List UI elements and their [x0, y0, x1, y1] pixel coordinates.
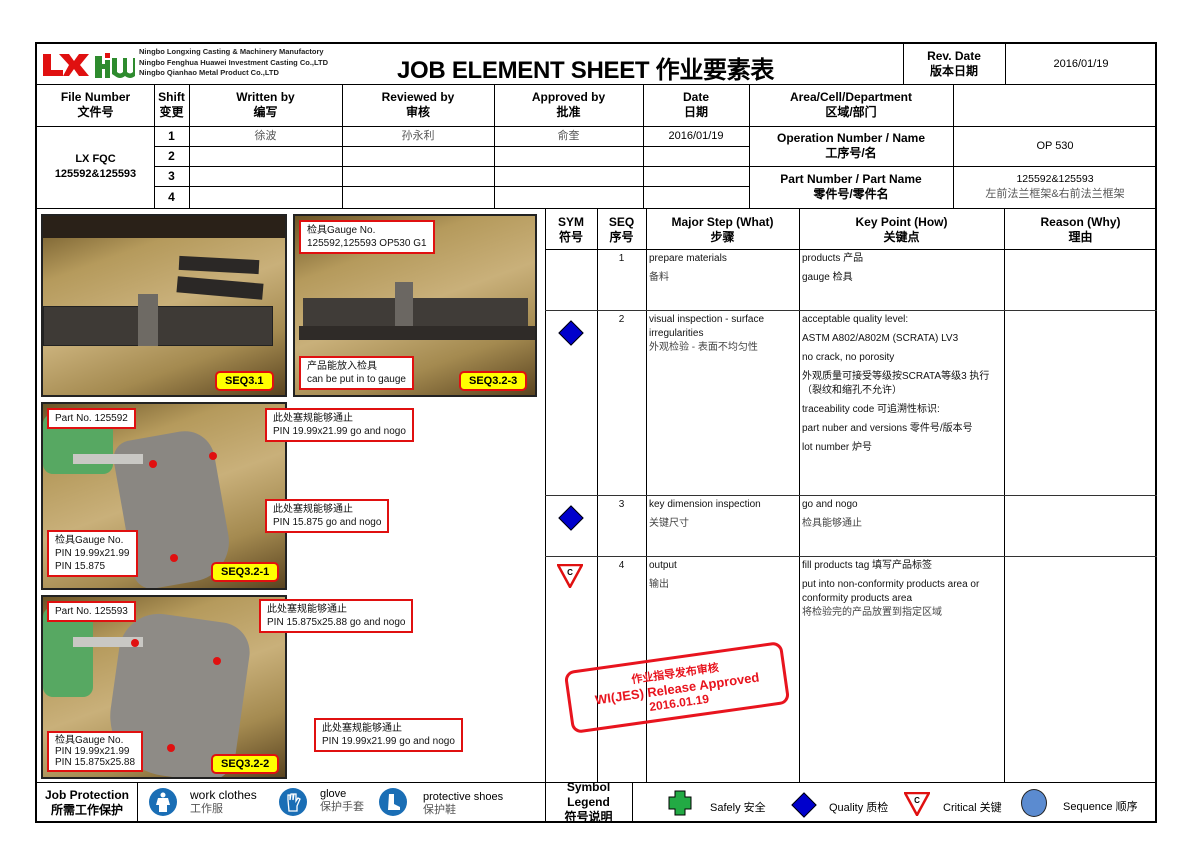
work-clothes-icon — [149, 788, 177, 816]
reviewed-by-1: 孙永利 — [401, 129, 435, 142]
ppe-protective-shoes: protective shoes 保护鞋 — [423, 791, 504, 816]
photo-seq3-2-2: Part No. 125593 检具Gauge No. PIN 19.99x21… — [41, 595, 287, 779]
seq-number: 2 — [618, 314, 625, 325]
photo-seq3-1: SEQ3.1 — [41, 214, 287, 397]
approved-by-header: Approved by 批准 — [531, 90, 606, 119]
svg-text:C: C — [914, 796, 920, 805]
legend-quality: Quality 质检 — [829, 802, 889, 814]
written-by-1: 徐波 — [254, 129, 277, 142]
longxing-logo-icon — [43, 54, 89, 76]
rev-date-value: 2016/01/19 — [1053, 57, 1109, 70]
pin-callout-1: 此处塞规能够通止 PIN 15.875x25.88 go and nogo — [259, 599, 414, 633]
part-value: 125592&125593 左前法兰框架&右前法兰框架 — [985, 173, 1125, 200]
seq-number: 1 — [618, 253, 625, 264]
operation-value: OP 530 — [1036, 139, 1074, 152]
glove-icon — [279, 788, 307, 816]
quality-diamond-icon — [558, 320, 584, 346]
major-step: output 输出 — [649, 560, 677, 590]
job-protection-label: Job Protection 所需工作保护 — [44, 787, 129, 817]
shift-no-3: 3 — [168, 168, 175, 183]
area-header: Area/Cell/Department 区域/部门 — [789, 90, 913, 119]
rev-date-label: Rev. Date 版本日期 — [927, 49, 981, 78]
symbol-legend-label: Symbol Legend 符号说明 — [564, 780, 613, 824]
part-label: Part Number / Part Name 零件号/零件名 — [780, 172, 922, 201]
part-no-callout: Part No. 125592 — [47, 408, 136, 429]
reason-header: Reason (Why) 理由 — [1040, 214, 1121, 244]
legend-sequence: Sequence 顺序 — [1063, 801, 1138, 813]
critical-triangle-icon: C — [557, 564, 583, 588]
pin-callout-1: 此处塞规能够通止 PIN 19.99x21.99 go and nogo — [265, 408, 414, 442]
key-point: go and nogo 检具能够通止 — [802, 499, 862, 529]
photo-seq3-2-3: 检具Gauge No. 125592,125593 OP530 G1 产品能放入… — [293, 214, 537, 397]
svg-text:C: C — [567, 568, 573, 577]
pin-callout-2: 此处塞规能够通止 PIN 15.875 go and nogo — [265, 499, 390, 533]
company-name-3: Ningbo Qianhao Metal Product Co.,LTD — [139, 68, 279, 77]
sequence-circle-icon — [1021, 789, 1047, 817]
pin-callout-2: 此处塞规能够通止 PIN 19.99x21.99 go and nogo — [314, 718, 463, 752]
date-header: Date 日期 — [682, 90, 709, 119]
major-step: key dimension inspection 关键尺寸 — [649, 499, 761, 529]
page-title: JOB ELEMENT SHEET 作业要素表 — [397, 57, 775, 84]
reviewed-by-header: Reviewed by 审核 — [381, 90, 455, 119]
area-value[interactable] — [953, 84, 1157, 126]
key-point-header: Key Point (How) 关键点 — [855, 214, 948, 244]
date-1: 2016/01/19 — [668, 129, 724, 142]
gauge-callout: 检具Gauge No. PIN 19.99x21.99 PIN 15.875x2… — [47, 731, 144, 772]
company-names: Ningbo Longxing Casting & Machinery Manu… — [139, 47, 328, 79]
major-step: visual inspection - surface irregulariti… — [649, 314, 765, 353]
fit-callout: 产品能放入检具 can be put in to gauge — [299, 356, 414, 390]
part-no-callout: Part No. 125593 — [47, 601, 136, 622]
seq-number: 3 — [618, 499, 625, 510]
ppe-work-clothes: work clothes 工作服 — [190, 788, 257, 815]
sym-header: SYM 符号 — [557, 214, 584, 244]
seq-tag: SEQ3.2-1 — [211, 562, 280, 582]
file-number-value: LX FQC 125592&125593 — [54, 153, 137, 180]
safety-cross-icon — [668, 790, 692, 816]
ppe-glove: glove 保护手套 — [320, 788, 364, 813]
job-element-sheet: Ningbo Longxing Casting & Machinery Manu… — [35, 42, 1157, 824]
major-step-header: Major Step (What) 步骤 — [671, 214, 774, 244]
seq-tag: SEQ3.1 — [215, 371, 274, 391]
gauge-callout: 检具Gauge No. 125592,125593 OP530 G1 — [299, 220, 435, 254]
written-by-header: Written by 编写 — [236, 90, 295, 119]
critical-triangle-icon: C — [904, 792, 930, 816]
company-name-2: Ningbo Fenghua Huawei Investment Casting… — [139, 57, 329, 67]
key-point: acceptable quality level: ASTM A802/A802… — [802, 314, 990, 453]
huawei-casting-logo-icon — [93, 50, 135, 80]
seq-tag: SEQ3.2-2 — [211, 754, 280, 774]
operation-label: Operation Number / Name 工序号/名 — [776, 131, 926, 160]
company-name-1: Ningbo Longxing Casting & Machinery Manu… — [139, 47, 324, 56]
photo-seq3-2-1: Part No. 125592 检具Gauge No. PIN 19.99x21… — [41, 402, 287, 590]
legend-critical: Critical 关键 — [943, 802, 1002, 814]
shift-no-4: 4 — [168, 189, 175, 204]
shift-no-1: 1 — [168, 128, 175, 143]
seq-tag: SEQ3.2-3 — [459, 371, 528, 391]
quality-diamond-icon — [558, 505, 584, 531]
seq-header: SEQ 序号 — [608, 214, 635, 244]
approved-by-1: 俞奎 — [557, 129, 580, 142]
gauge-callout: 检具Gauge No. PIN 19.99x21.99 PIN 15.875 — [47, 530, 138, 577]
protective-shoes-icon — [379, 788, 407, 816]
shift-no-2: 2 — [168, 148, 175, 163]
key-point: fill products tag 填写产品标签 put into non-co… — [802, 560, 980, 618]
shift-header: Shift 变更 — [158, 90, 185, 119]
legend-safely: Safely 安全 — [710, 802, 766, 814]
key-point: products 产品 gauge 检具 — [802, 253, 864, 283]
seq-number: 4 — [618, 560, 625, 571]
quality-diamond-icon — [791, 792, 817, 818]
file-number-header: File Number 文件号 — [60, 90, 131, 119]
major-step: prepare materials 备料 — [649, 253, 727, 283]
